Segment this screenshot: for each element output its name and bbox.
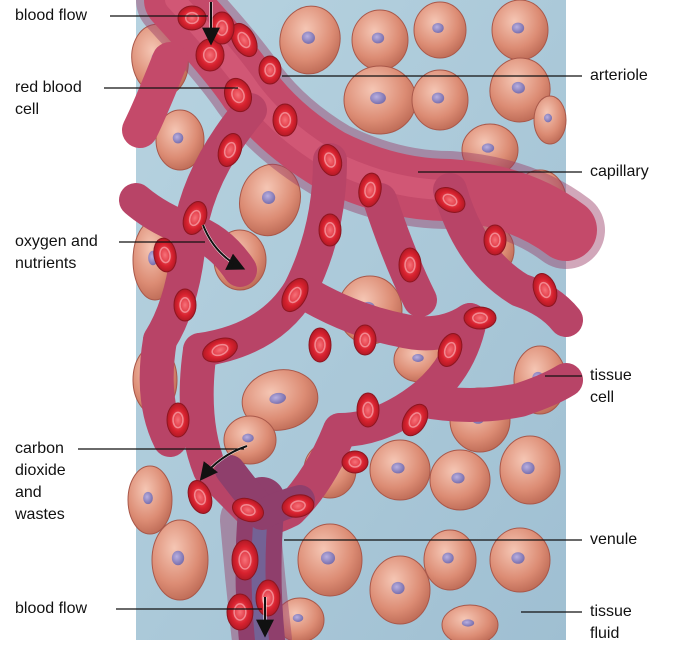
tissue-cell bbox=[442, 605, 498, 640]
red-blood-cell bbox=[174, 289, 196, 321]
tissue-cell bbox=[370, 556, 430, 624]
red-blood-cell bbox=[273, 104, 297, 136]
tissue-cell bbox=[490, 528, 550, 592]
tissue-cell bbox=[152, 520, 208, 600]
tissue-cell bbox=[424, 530, 476, 590]
label-arteriole: arteriole bbox=[590, 65, 648, 87]
label-blood-flow-top: blood flow bbox=[15, 5, 87, 27]
label-oxygen-nutrients: oxygen and nutrients bbox=[15, 231, 98, 275]
tissue-cell bbox=[414, 2, 466, 58]
red-blood-cell bbox=[256, 580, 280, 616]
label-blood-flow-bottom: blood flow bbox=[15, 598, 87, 620]
label-carbon-dioxide-wastes: carbon dioxide and wastes bbox=[15, 438, 66, 526]
tissue-cell bbox=[430, 450, 490, 510]
red-blood-cell bbox=[319, 214, 341, 246]
tissue-cell bbox=[352, 10, 408, 70]
red-blood-cell bbox=[210, 12, 234, 44]
red-blood-cell bbox=[227, 594, 253, 630]
tissue-cell bbox=[412, 70, 468, 130]
red-blood-cell bbox=[167, 403, 189, 437]
red-blood-cell bbox=[464, 307, 496, 329]
red-blood-cell bbox=[309, 328, 331, 362]
label-tissue-fluid: tissue fluid bbox=[590, 601, 632, 645]
tissue-cell bbox=[370, 440, 430, 500]
red-blood-cell bbox=[259, 56, 281, 84]
label-tissue-cell: tissue cell bbox=[590, 365, 632, 409]
red-blood-cell bbox=[178, 6, 206, 30]
red-blood-cell bbox=[399, 248, 421, 282]
label-capillary: capillary bbox=[590, 161, 649, 183]
tissue-cell bbox=[298, 524, 362, 596]
tissue-cell bbox=[128, 466, 172, 534]
tissue-cell bbox=[534, 96, 566, 144]
label-venule: venule bbox=[590, 529, 637, 551]
tissue-cell bbox=[500, 436, 560, 504]
red-blood-cell bbox=[357, 393, 379, 427]
tissue-cell bbox=[492, 0, 548, 60]
label-red-blood-cell: red blood cell bbox=[15, 77, 82, 121]
red-blood-cell bbox=[354, 325, 376, 355]
red-blood-cell bbox=[342, 451, 368, 473]
red-blood-cell bbox=[484, 225, 506, 255]
red-blood-cell bbox=[232, 540, 258, 580]
